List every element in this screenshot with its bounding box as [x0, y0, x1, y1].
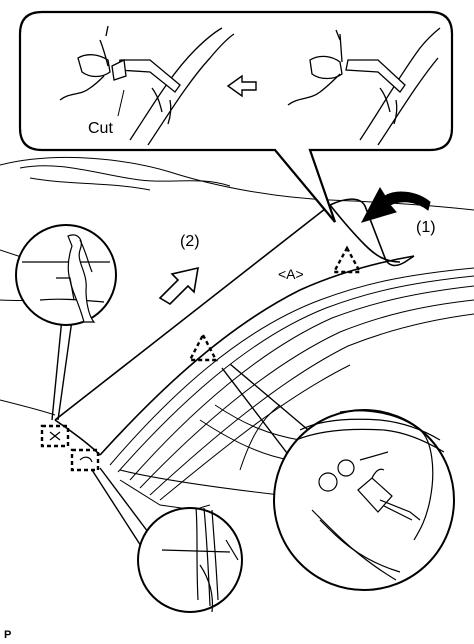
clip-detail-circle-lower — [91, 467, 243, 613]
corner-mark: P — [4, 629, 11, 641]
cut-leader-line — [117, 89, 125, 117]
clip-detail-original — [287, 27, 441, 146]
clip-detail-circle-right — [221, 363, 455, 591]
step-2-label: (2) — [180, 233, 200, 250]
clip-detail-circle-upper — [15, 224, 117, 421]
curved-arrow-icon — [361, 186, 431, 223]
callout-box-top: Cut — [18, 10, 454, 223]
dashed-triangle-icon — [331, 245, 363, 274]
clip-detail-cut — [59, 25, 235, 146]
outline-arrow-icon — [158, 266, 199, 306]
view-a-label: <A> — [278, 266, 304, 282]
left-arrow-icon — [226, 74, 257, 98]
dashed-square-clip-icon — [40, 424, 70, 448]
dashed-square-clip-icon — [70, 448, 100, 472]
dashed-triangle-icon — [188, 332, 218, 362]
cut-label: Cut — [88, 120, 113, 137]
step-1-label: (1) — [416, 219, 436, 236]
weatherstrip-lines — [109, 267, 474, 541]
